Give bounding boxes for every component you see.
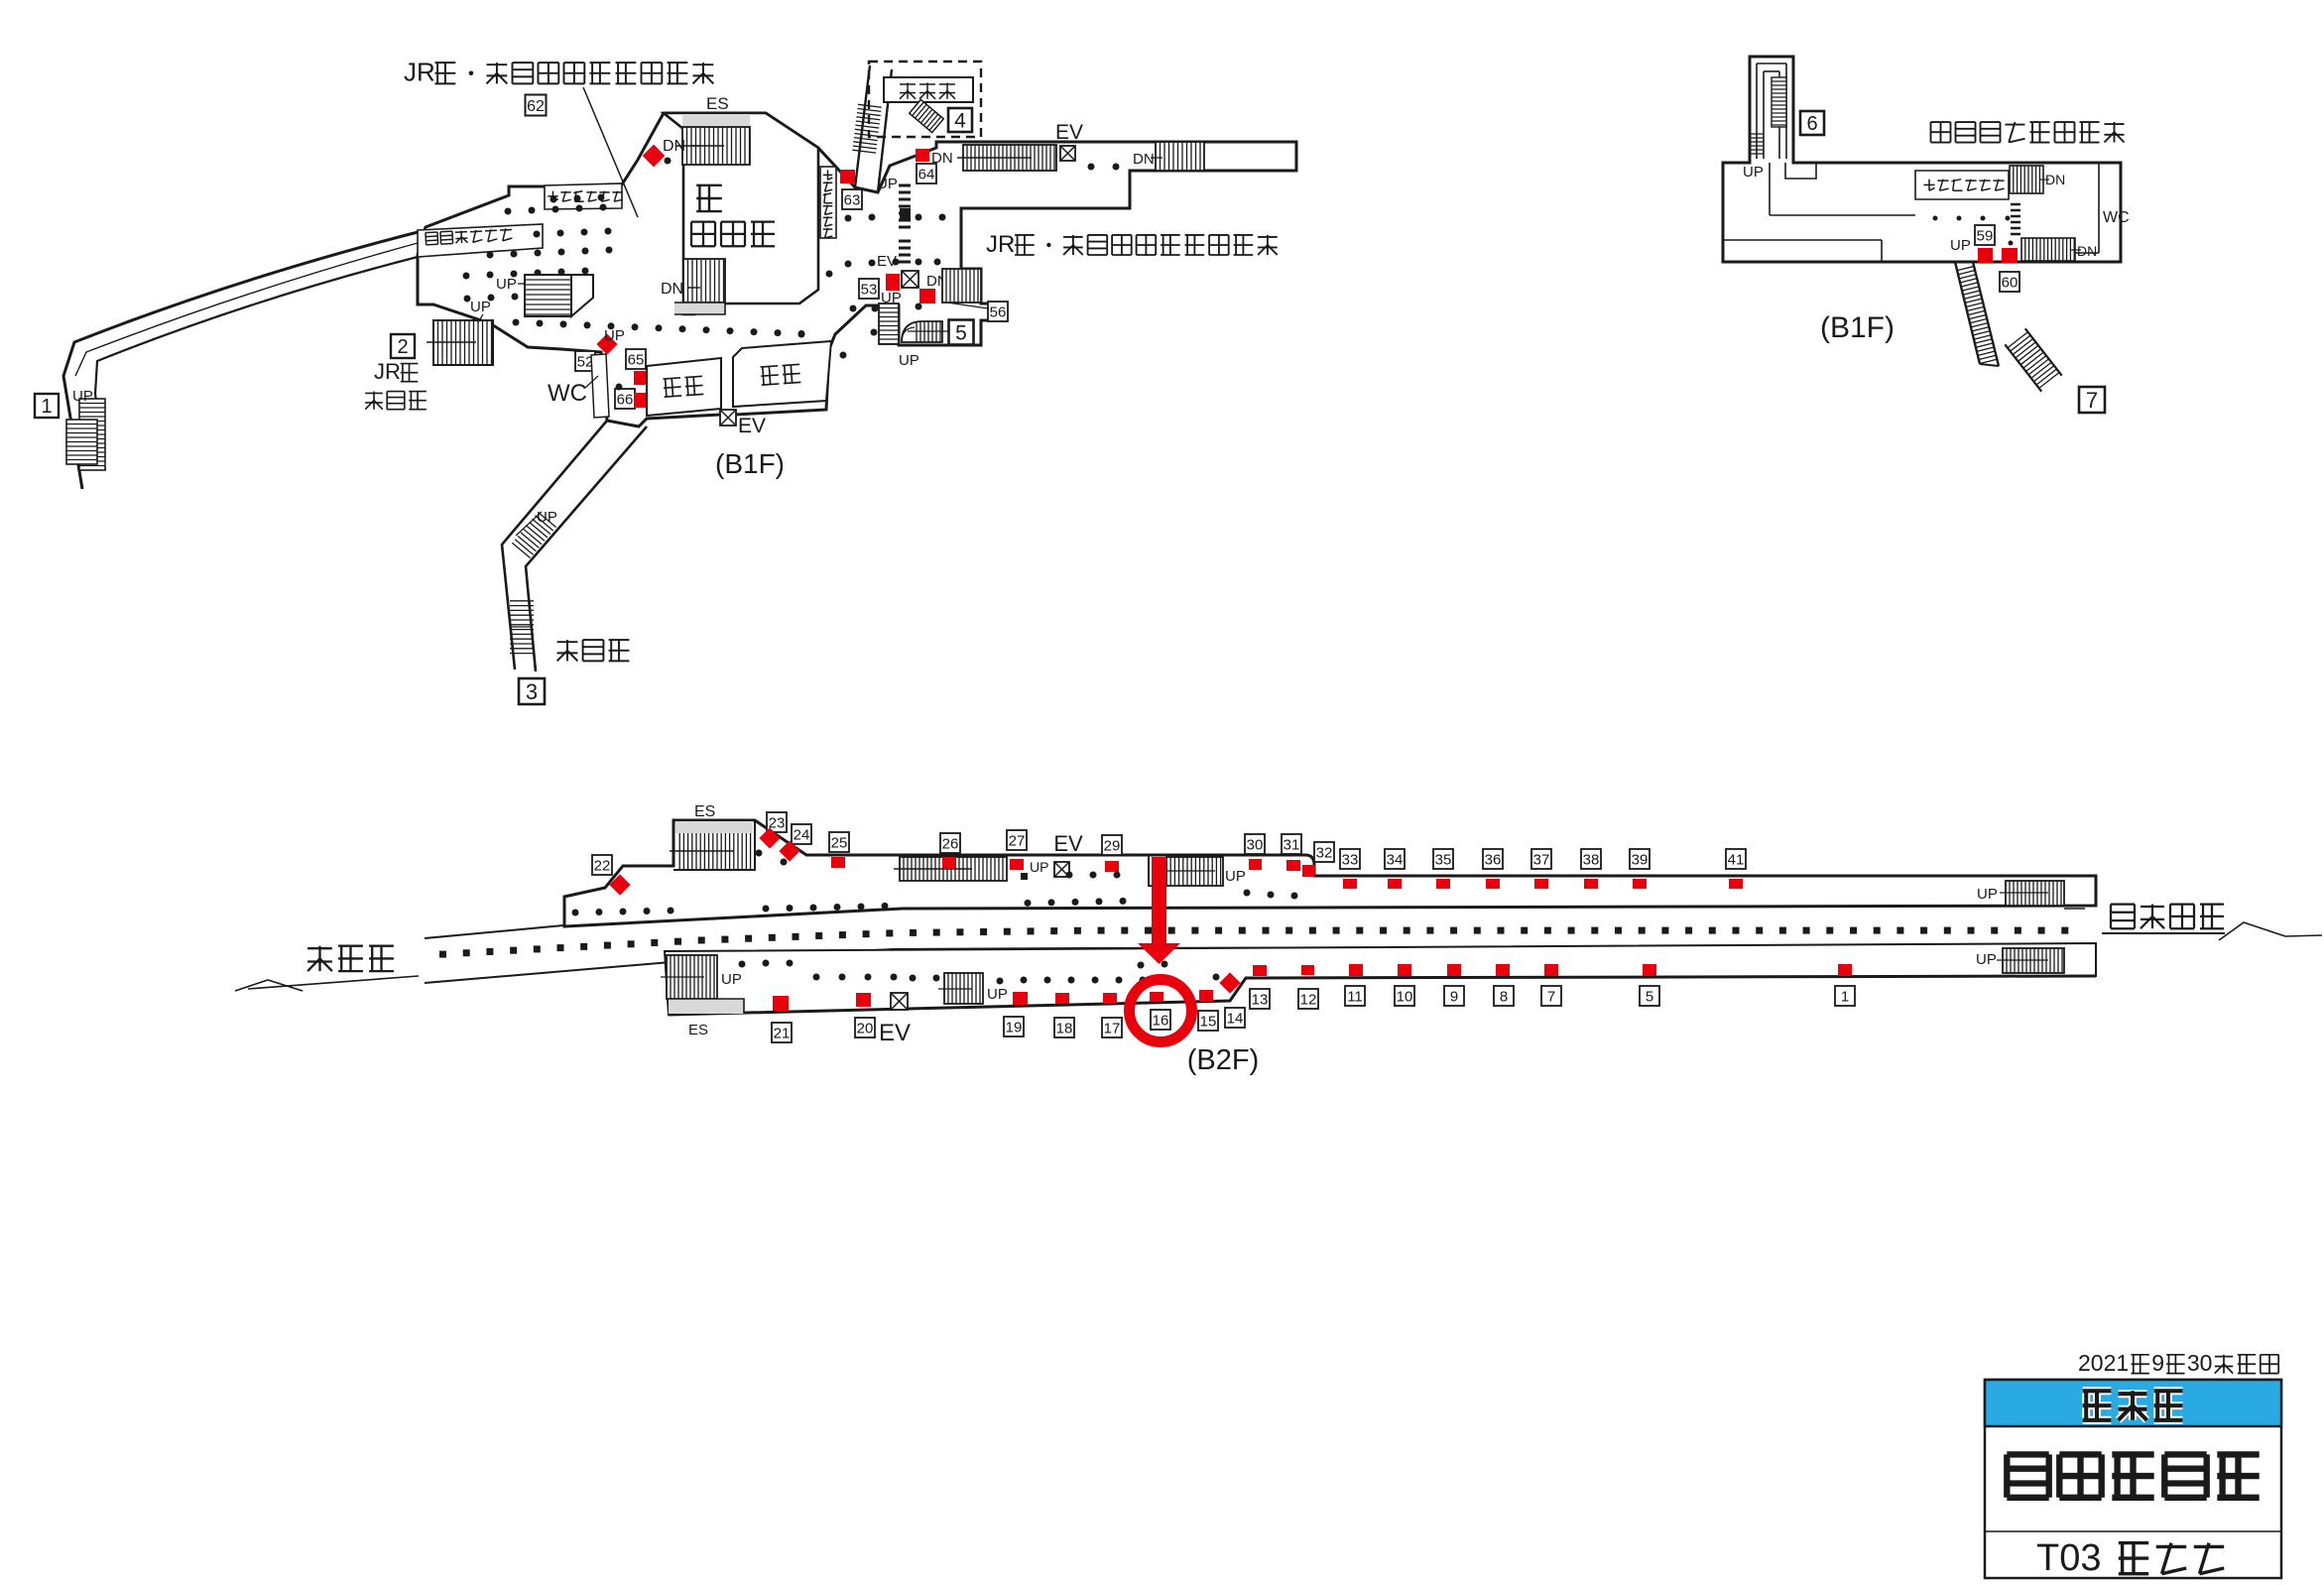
svg-text:63: 63 [844, 191, 861, 208]
svg-text:DN: DN [1133, 151, 1155, 168]
svg-text:UP: UP [987, 986, 1008, 1003]
svg-text:13: 13 [1252, 991, 1269, 1008]
svg-text:2: 2 [397, 336, 408, 358]
svg-text:1: 1 [1841, 988, 1849, 1005]
svg-text:5: 5 [955, 322, 967, 345]
svg-text:56: 56 [990, 304, 1007, 320]
svg-text:DN: DN [2045, 172, 2065, 187]
svg-text:1: 1 [41, 396, 52, 418]
svg-text:7: 7 [2086, 388, 2098, 413]
svg-text:DN: DN [2077, 243, 2097, 259]
svg-text:UP: UP [72, 388, 93, 405]
svg-text:8: 8 [1500, 988, 1508, 1005]
svg-text:UP: UP [1030, 859, 1048, 875]
svg-text:31: 31 [1284, 836, 1300, 853]
svg-text:38: 38 [1583, 851, 1600, 868]
svg-text:27: 27 [1009, 832, 1026, 849]
svg-text:UP: UP [470, 299, 491, 315]
svg-text:ES: ES [706, 94, 729, 113]
svg-text:37: 37 [1533, 851, 1550, 868]
svg-text:UP: UP [1950, 237, 1971, 254]
svg-text:24: 24 [794, 826, 810, 843]
svg-text:2021: 2021 [2078, 1350, 2129, 1376]
svg-text:36: 36 [1485, 851, 1502, 868]
svg-text:JR: JR [986, 231, 1015, 258]
svg-text:UP: UP [899, 352, 919, 369]
svg-text:UP: UP [721, 971, 742, 988]
svg-text:9: 9 [2151, 1350, 2164, 1376]
svg-text:11: 11 [1347, 988, 1363, 1005]
svg-text:DN: DN [931, 150, 953, 167]
svg-text:22: 22 [594, 857, 611, 874]
svg-text:WC: WC [548, 380, 587, 407]
svg-text:21: 21 [774, 1025, 791, 1041]
svg-text:64: 64 [918, 166, 935, 183]
svg-text:UP: UP [537, 509, 557, 526]
svg-text:30: 30 [1247, 836, 1264, 853]
svg-text:25: 25 [831, 834, 848, 851]
svg-text:3: 3 [526, 679, 538, 704]
svg-text:17: 17 [1104, 1020, 1121, 1036]
svg-text:15: 15 [1200, 1013, 1217, 1030]
svg-text:UP: UP [881, 290, 902, 306]
svg-text:EV: EV [879, 1020, 911, 1046]
svg-text:65: 65 [628, 351, 645, 368]
svg-text:29: 29 [1104, 837, 1121, 854]
svg-text:23: 23 [769, 814, 786, 831]
svg-text:9: 9 [1450, 988, 1458, 1005]
svg-text:UP: UP [1976, 951, 1997, 968]
svg-text:26: 26 [942, 835, 959, 852]
svg-text:EV: EV [1055, 121, 1083, 144]
svg-text:UP: UP [604, 327, 625, 344]
svg-text:52: 52 [577, 353, 594, 370]
svg-text:JR: JR [404, 57, 435, 86]
svg-text:66: 66 [617, 391, 634, 408]
svg-text:JR: JR [374, 359, 401, 384]
svg-text:ES: ES [694, 803, 715, 820]
svg-text:53: 53 [861, 281, 878, 298]
svg-text:12: 12 [1300, 991, 1317, 1008]
svg-text:30: 30 [2187, 1350, 2213, 1376]
svg-text:UP: UP [1977, 886, 1998, 903]
svg-text:EV: EV [1053, 831, 1083, 856]
svg-text:(B1F): (B1F) [1820, 311, 1895, 344]
svg-text:UP: UP [877, 176, 898, 192]
svg-text:19: 19 [1006, 1019, 1023, 1036]
svg-text:18: 18 [1056, 1020, 1073, 1036]
svg-text:4: 4 [954, 110, 966, 133]
svg-text:32: 32 [1316, 844, 1333, 861]
svg-text:62: 62 [527, 98, 545, 115]
svg-text:20: 20 [857, 1020, 874, 1036]
svg-text:UP: UP [1743, 164, 1764, 181]
svg-text:ES: ES [688, 1022, 708, 1038]
svg-text:7: 7 [1547, 988, 1555, 1005]
svg-text:41: 41 [1728, 851, 1745, 868]
svg-text:33: 33 [1342, 851, 1359, 868]
svg-text:UP: UP [496, 276, 517, 293]
svg-text:10: 10 [1397, 988, 1413, 1005]
svg-text:5: 5 [1646, 988, 1653, 1005]
svg-text:T03: T03 [2036, 1537, 2101, 1579]
svg-text:DN: DN [661, 281, 683, 298]
svg-text:59: 59 [1977, 227, 1994, 244]
svg-text:35: 35 [1435, 851, 1452, 868]
svg-text:WC: WC [2103, 209, 2130, 226]
svg-text:(B2F): (B2F) [1187, 1044, 1260, 1076]
svg-text:34: 34 [1387, 851, 1404, 868]
svg-text:60: 60 [2002, 274, 2018, 291]
svg-text:14: 14 [1227, 1010, 1244, 1027]
svg-text:(B1F): (B1F) [715, 448, 785, 479]
svg-text:6: 6 [1806, 113, 1817, 135]
svg-text:EV: EV [738, 415, 766, 437]
svg-text:39: 39 [1632, 851, 1649, 868]
svg-text:DN: DN [663, 138, 685, 155]
svg-text:16: 16 [1153, 1012, 1169, 1029]
svg-text:UP: UP [1225, 868, 1246, 885]
svg-text:EV: EV [877, 253, 897, 270]
